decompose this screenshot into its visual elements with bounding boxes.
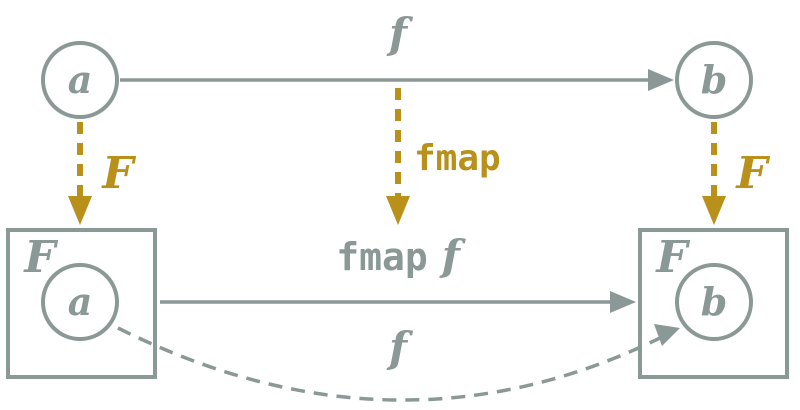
label-fmap: fmap <box>414 138 501 179</box>
label-bottom-f: f <box>386 323 414 372</box>
box-Fb <box>638 228 789 379</box>
label-top-f: f <box>386 9 414 58</box>
box-Fb-functor-label: F <box>654 232 690 283</box>
node-Fb-inner-label: b <box>701 279 728 324</box>
arrow-F-left-head <box>68 196 92 225</box>
arrow-F-right-head <box>702 196 726 225</box>
node-Fa-inner-label: a <box>68 279 93 324</box>
node-b-circle <box>675 41 753 119</box>
arrow-f-bottom-dashed <box>117 326 665 402</box>
label-F-right: F <box>734 148 770 199</box>
label-F-left: F <box>100 148 136 199</box>
node-a-label: a <box>68 57 93 102</box>
node-b-label: b <box>701 57 728 102</box>
node-Fa-inner-circle <box>41 263 119 341</box>
arrow-fmap-f-head <box>610 291 636 313</box>
arrow-fmap-head <box>386 196 410 225</box>
box-Fa <box>6 228 157 379</box>
arrow-f-bottom-dashed-head <box>654 324 680 346</box>
arrow-f-top-head <box>648 69 674 91</box>
node-a-circle <box>41 41 119 119</box>
node-Fb-inner-circle <box>675 263 753 341</box>
